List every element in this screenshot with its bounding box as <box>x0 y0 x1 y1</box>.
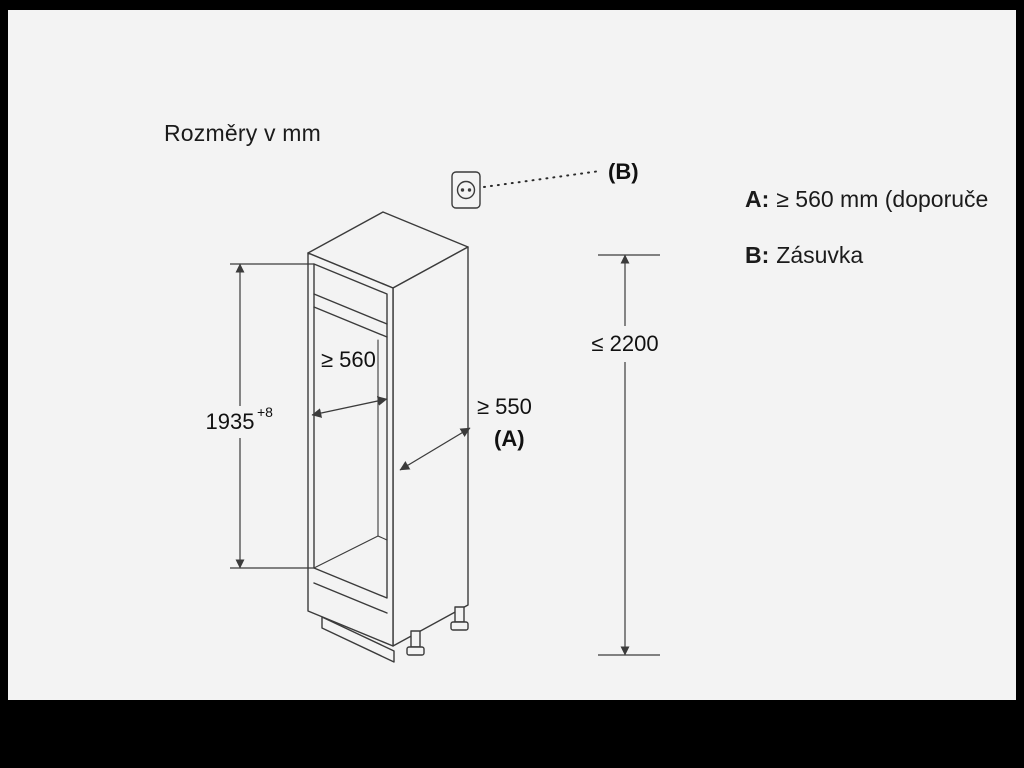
legend-key-a: A: <box>745 186 770 212</box>
diagram-canvas: Rozměry v mm <box>8 10 1016 700</box>
cabinet-niche-drawing <box>307 211 469 663</box>
dim-max-height-label: ≤ 2200 <box>591 331 658 356</box>
socket-callout-label: (B) <box>608 159 639 184</box>
plinth-panel <box>321 616 395 663</box>
dim-niche-height <box>230 263 314 569</box>
adjustable-foot-front <box>406 630 425 656</box>
legend-item-a: A:≥ 560 mm (doporuče <box>745 186 988 213</box>
dim-niche-height-label: 1935 <box>206 409 255 434</box>
cabinet-front-face <box>307 252 394 647</box>
legend-item-b: B:Zásuvka <box>745 242 863 269</box>
dim-inner-width-label: ≥ 560 <box>321 347 376 372</box>
socket-icon <box>451 171 481 209</box>
dimension-diagram: (B) 1935 +8 ≥ 560 ≥ 550 (A) <box>206 159 660 663</box>
dim-depth-letter: (A) <box>494 426 525 451</box>
base-front-edge <box>313 582 388 614</box>
dim-depth-label: ≥ 550 <box>477 394 532 419</box>
legend-key-b: B: <box>745 242 770 268</box>
upper-compartment-line-1 <box>313 293 388 325</box>
page-title: Rozměry v mm <box>164 120 322 146</box>
socket-callout-dotted-leader <box>483 170 601 188</box>
niche-floor-back-edge <box>377 535 388 541</box>
dim-max-height <box>598 254 660 656</box>
niche-opening <box>313 263 388 599</box>
adjustable-foot-back <box>450 606 469 631</box>
upper-compartment-line-2 <box>313 306 388 338</box>
cabinet-side-face <box>392 246 469 647</box>
niche-floor-edge <box>313 535 379 569</box>
dim-inner-width-arrow <box>311 396 388 418</box>
legend-value-a: ≥ 560 mm (doporuče <box>776 186 989 212</box>
legend-value-b: Zásuvka <box>776 242 864 268</box>
dim-depth-arrow <box>399 427 471 471</box>
dim-niche-height-sup: +8 <box>257 404 273 420</box>
